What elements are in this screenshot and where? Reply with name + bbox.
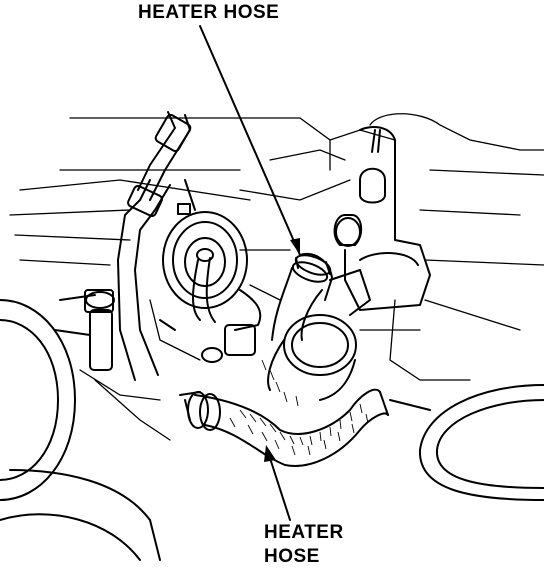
- heater-hose-label-bottom-line1: HEATER: [264, 522, 344, 543]
- left-pulley: [0, 299, 161, 561]
- arrow-head-top: [290, 238, 300, 255]
- throttle-tube: [117, 111, 192, 381]
- heater-hose-label-top: HEATER HOSE: [138, 2, 280, 23]
- engine-block-outline: [9, 113, 544, 381]
- callout-arrows: [199, 25, 301, 521]
- valve-actuator: [159, 179, 262, 363]
- upper-heater-hose: [267, 252, 357, 401]
- heater-hose-label-bottom-line2: HOSE: [264, 546, 320, 567]
- thermostat-housing: [329, 126, 431, 316]
- lower-heater-hose: [179, 359, 389, 467]
- arrow-head-bottom: [264, 445, 276, 462]
- right-pulley: [389, 384, 544, 501]
- left-fittings: [54, 289, 171, 441]
